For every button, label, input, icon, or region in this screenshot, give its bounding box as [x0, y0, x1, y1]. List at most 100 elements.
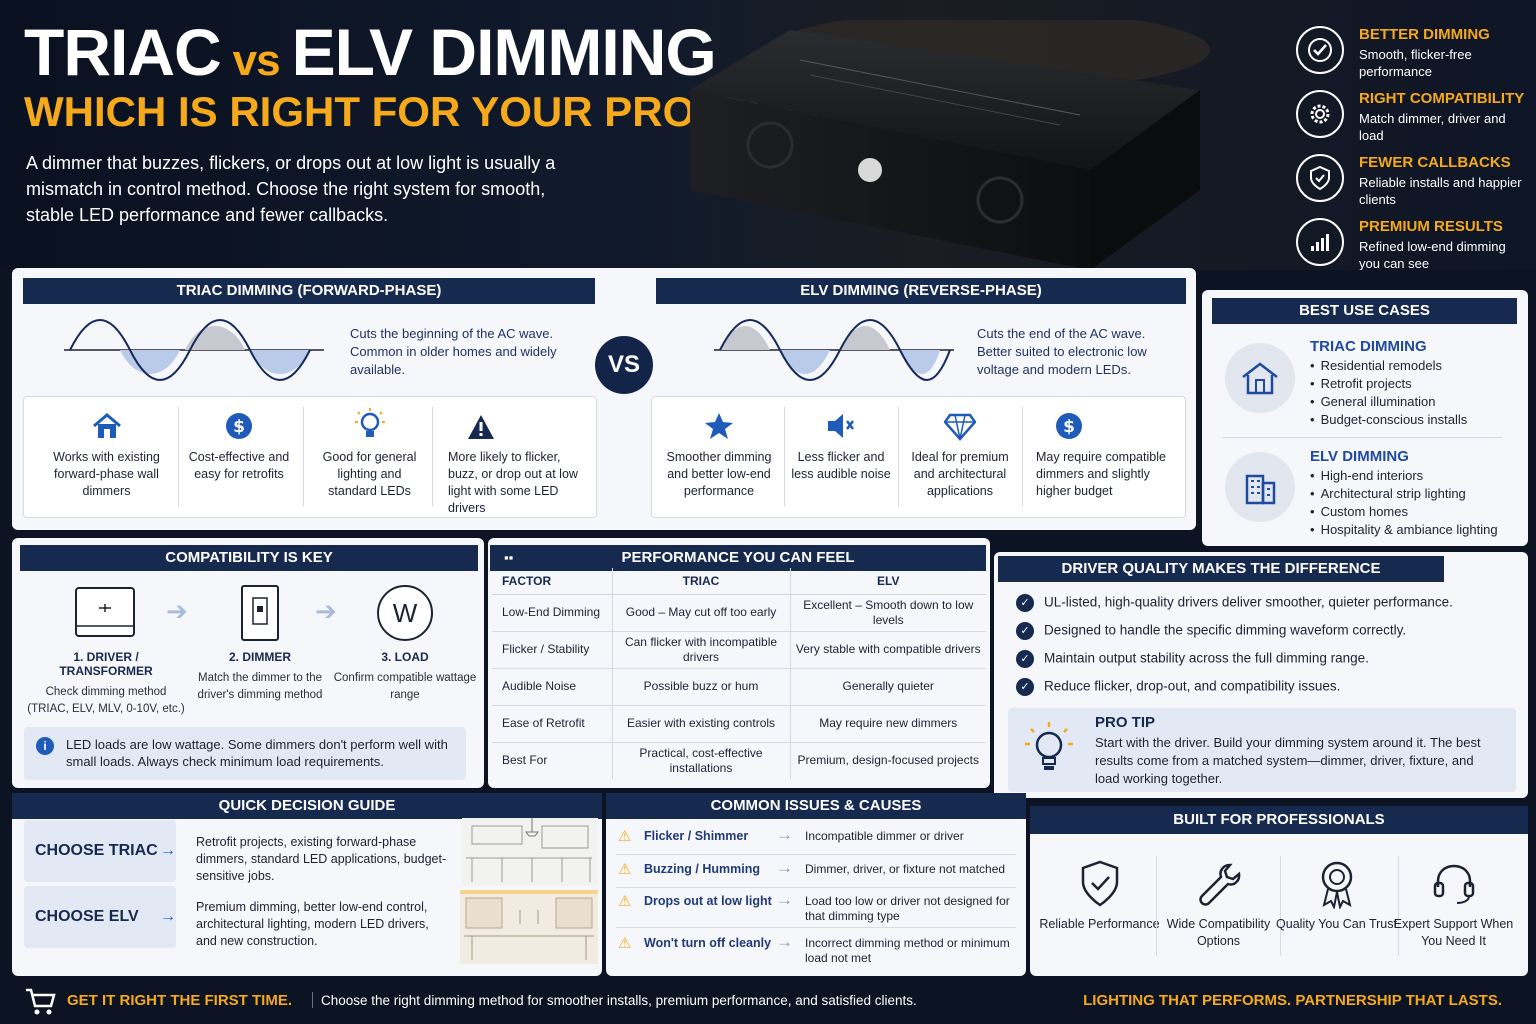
choose-elv-button[interactable]: CHOOSE ELV→	[24, 886, 176, 948]
check-icon: ✓	[1016, 650, 1034, 668]
triac-use-cases: TRIAC DIMMING Residential remodels Retro…	[1310, 338, 1520, 429]
performance-header: ▪▪ PERFORMANCE YOU CAN FEEL	[490, 545, 986, 571]
pro-tip-title: PRO TIP	[1095, 714, 1156, 731]
driver-quality-item: ✓Designed to handle the specific dimming…	[1016, 622, 1406, 640]
compat-note-text: LED loads are low wattage. Some dimmers …	[66, 737, 448, 769]
list-item: Retrofit projects	[1310, 375, 1520, 393]
pro-item: Expert Support When You Need It	[1391, 856, 1516, 950]
elv-use-cases: ELV DIMMING High-end interiors Architect…	[1310, 448, 1520, 539]
triac-feature: $ Cost-effective and easy for retrofits	[184, 397, 294, 517]
warning-icon: ⚠	[618, 828, 632, 845]
benefit-desc: Smooth, flicker-free performance	[1359, 47, 1472, 79]
elv-feature: $ May require compatible dimmers and sli…	[1036, 397, 1174, 517]
footer: GET IT RIGHT THE FIRST TIME. Choose the …	[0, 982, 1536, 1024]
elv-feature: Smoother dimming and better low-end perf…	[660, 397, 778, 517]
title-elv: ELV DIMMING	[291, 15, 717, 89]
issue-row: ⚠Buzzing / Humming→Dimmer, driver, or fi…	[616, 856, 1016, 888]
benefit-desc: Match dimmer, driver and load	[1359, 111, 1506, 143]
elv-use-list: High-end interiors Architectural strip l…	[1310, 467, 1520, 539]
check-icon: ✓	[1016, 594, 1034, 612]
list-item: Custom homes	[1310, 503, 1520, 521]
list-item: High-end interiors	[1310, 467, 1520, 485]
benefit-better-dimming: BETTER DIMMING Smooth, flicker-free perf…	[1296, 22, 1526, 86]
benefit-desc: Reliable installs and happier clients	[1359, 175, 1522, 207]
benefit-title: PREMIUM RESULTS	[1359, 218, 1503, 235]
headset-icon	[1391, 856, 1516, 912]
bulb-icon	[312, 397, 427, 441]
benefit-right-compatibility: RIGHT COMPATIBILITY Match dimmer, driver…	[1296, 86, 1526, 150]
arrow-right-icon: →	[160, 842, 176, 859]
triac-waveform	[64, 319, 324, 381]
choose-triac-desc: Retrofit projects, existing forward-phas…	[196, 835, 447, 883]
step-driver: 1. DRIVER / TRANSFORMER Check dimming me…	[27, 650, 185, 715]
elv-waveform	[714, 319, 954, 381]
driver-quality-item: ✓Reduce flicker, drop-out, and compatibi…	[1016, 678, 1340, 696]
choose-elv-desc: Premium dimming, better low-end control,…	[196, 900, 429, 948]
house-icon	[1225, 343, 1295, 413]
list-item: Residential remodels	[1310, 357, 1520, 375]
triac-header: TRIAC DIMMING (FORWARD-PHASE)	[23, 278, 595, 304]
award-icon	[1274, 856, 1399, 912]
arrow-right-icon: →	[776, 932, 793, 951]
warning-icon: ⚠	[618, 893, 632, 910]
pro-item: Quality You Can Trust	[1274, 856, 1399, 933]
load-icon: W	[377, 585, 433, 641]
divider	[1398, 856, 1399, 956]
footer-text: Choose the right dimming method for smoo…	[321, 993, 917, 1008]
elv-feature: Ideal for premium and architectural appl…	[904, 397, 1016, 517]
elv-header: ELV DIMMING (REVERSE-PHASE)	[656, 278, 1186, 304]
quick-guide-header: QUICK DECISION GUIDE	[12, 793, 602, 819]
warning-icon: ⚠	[618, 935, 632, 952]
elv-features: Smoother dimming and better low-end perf…	[651, 396, 1186, 518]
issues-panel	[606, 796, 1026, 976]
triac-feature: Works with existing forward-phase wall d…	[34, 397, 179, 517]
triac-feature: More likely to flicker, buzz, or drop ou…	[448, 397, 578, 517]
benefit-premium-results: PREMIUM RESULTS Refined low-end dimming …	[1296, 214, 1526, 270]
choose-triac-button[interactable]: CHOOSE TRIAC→	[24, 820, 176, 882]
arrow-right-icon: →	[160, 908, 176, 925]
check-icon	[1296, 26, 1344, 74]
info-icon: i	[36, 737, 54, 755]
driver-quality-item: ✓Maintain output stability across the fu…	[1016, 650, 1369, 668]
footer-tagline: GET IT RIGHT THE FIRST TIME.	[67, 992, 292, 1009]
home-icon	[34, 397, 179, 441]
bar-chart-icon	[1296, 218, 1344, 266]
star-icon	[660, 397, 778, 441]
elv-feature: Less flicker and less audible noise	[790, 397, 892, 517]
shield-icon	[1296, 154, 1344, 202]
step-dimmer: 2. DIMMER Match the dimmer to the driver…	[197, 650, 323, 701]
arrow-right-icon: →	[776, 825, 793, 844]
pro-tip: PRO TIP Start with the driver. Build you…	[1008, 708, 1516, 792]
check-icon: ✓	[1016, 622, 1034, 640]
people-icon: ▪▪	[504, 550, 514, 565]
arrow-icon: ➔	[166, 596, 188, 626]
driver-quality-header: DRIVER QUALITY MAKES THE DIFFERENCE	[998, 556, 1444, 582]
footer-divider	[312, 992, 313, 1008]
benefit-title: BETTER DIMMING	[1359, 26, 1490, 43]
dollar-icon: $	[1036, 397, 1174, 441]
warning-icon	[448, 397, 578, 441]
issue-row: ⚠Drops out at low light→Load too low or …	[616, 888, 1016, 928]
arrow-icon: ➔	[315, 596, 337, 626]
divider	[1222, 437, 1502, 438]
benefit-desc: Refined low-end dimming you can see	[1359, 239, 1506, 270]
triac-use-list: Residential remodels Retrofit projects G…	[1310, 357, 1520, 429]
benefit-title: RIGHT COMPATIBILITY	[1359, 90, 1525, 107]
svg-text:$: $	[1063, 417, 1075, 437]
shield-check-icon	[1037, 856, 1162, 912]
arrow-right-icon: →	[776, 890, 793, 909]
warning-icon: ⚠	[618, 861, 632, 878]
driver-quality-item: ✓UL-listed, high-quality drivers deliver…	[1016, 594, 1453, 612]
elv-wave-text: Cuts the end of the AC wave. Better suit…	[977, 326, 1147, 377]
intro-text: A dimmer that buzzes, flickers, or drops…	[26, 153, 556, 225]
dimmer-icon	[241, 585, 279, 641]
pro-item: Wide Compatibility Options	[1156, 856, 1281, 950]
kitchen-sketch-image	[462, 818, 598, 886]
building-icon	[1225, 452, 1295, 522]
speaker-icon	[790, 397, 892, 441]
